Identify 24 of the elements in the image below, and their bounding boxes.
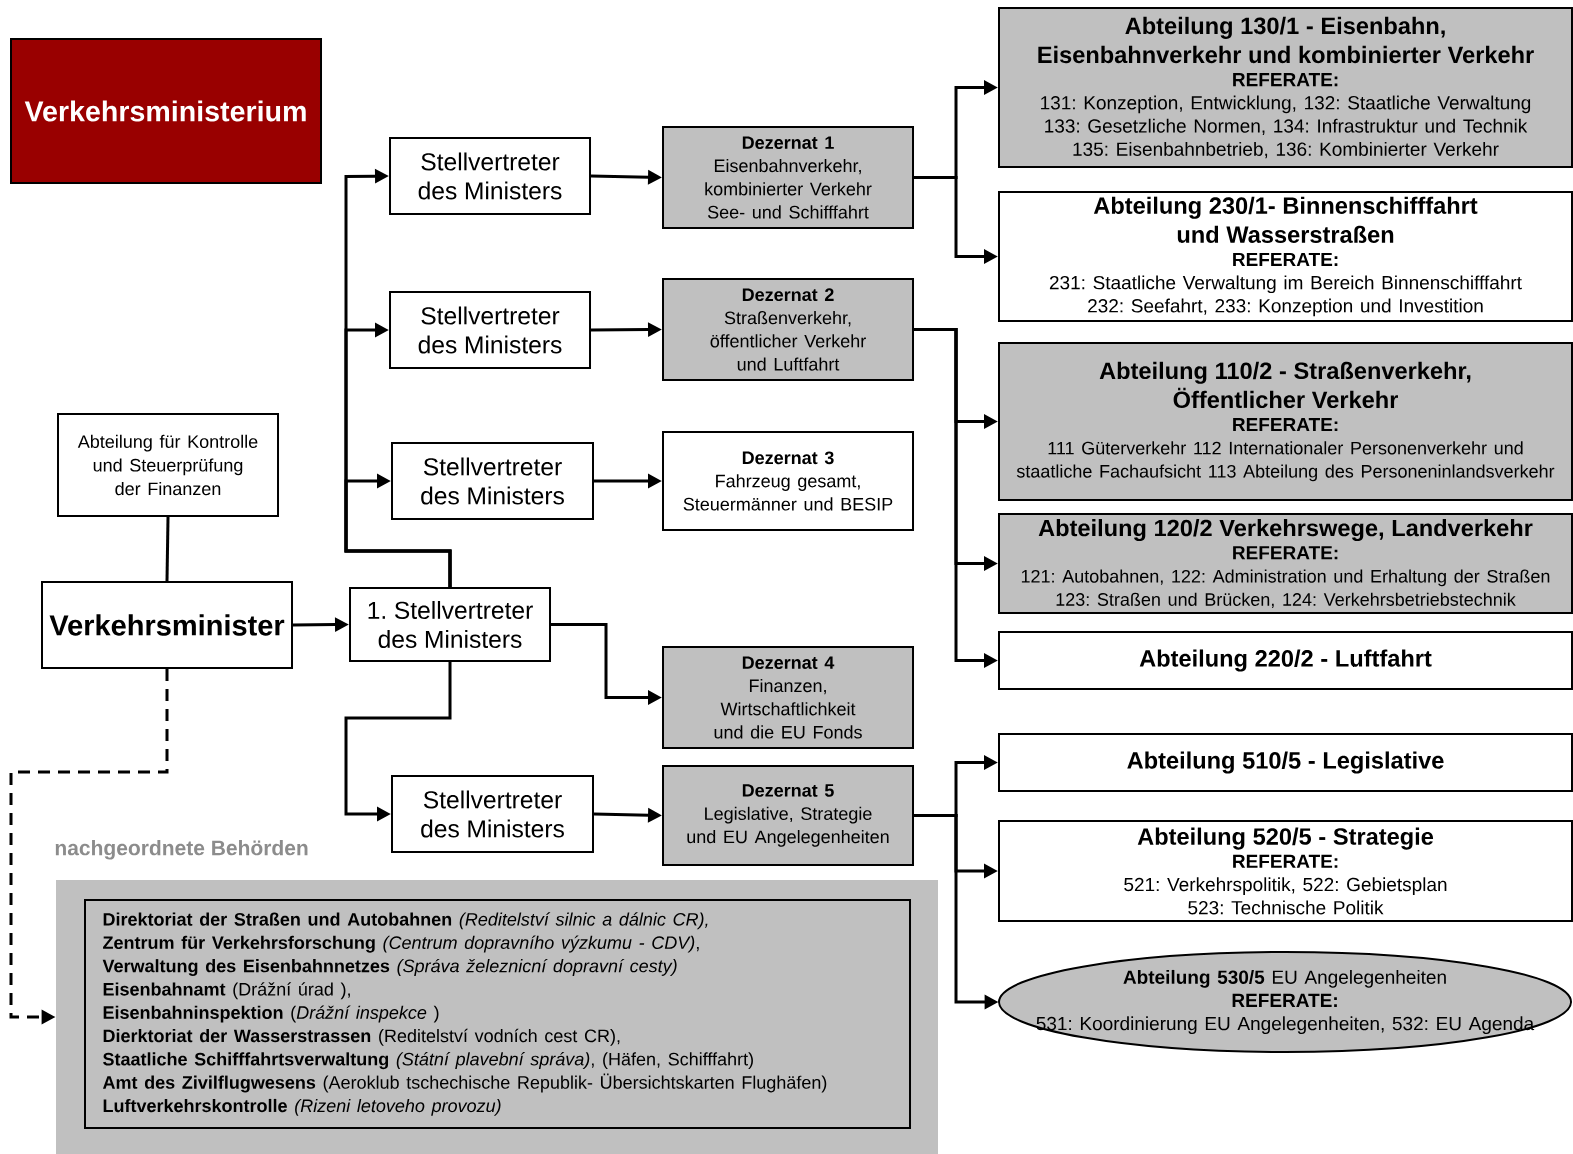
org-box: Dezernat 4 Finanzen, Wirtschaftlichkeit und die EU Fonds	[662, 646, 914, 749]
org-box: Abteilung 120/2 Verkehrswege, Landverkehr REFERATE: 121: Autobahnen, 122: Administration und Erhaltung der Straßen 123: Straßen und Brücken, 124: Verkehrsbetriebstechnik	[998, 513, 1573, 614]
org-box: Abteilung für Kontrolle und Steuerprüfung der Finanzen	[57, 413, 279, 517]
connector-arrow	[344, 473, 452, 587]
org-box: Abteilung 110/2 - Straßenverkehr, Öffentlicher Verkehr REFERATE: 111 Güterverkehr 112 Internationaler Personenverkehr und staatliche Fachaufsicht 113 Abteilung des Personeninlandsverkehr	[998, 342, 1573, 501]
org-box: Direktoriat der Straßen und Autobahnen (Reditelství silnic a dálnic CR), Zentrum für Verkehrsforschung (Centrum dopravního výzkumu - CDV), Verwaltung des Eisenbahnnetzes (Správa železnicní dopravní cesty) Eisenbahnamt (Drážní úrad ), Eisenbahninspektion (Drážní inspekce ) Dierktoriat der Wasserstrassen (Reditelství vodních cest CR), Staatliche Schifffahrtsverwaltung (Státní plavební správa), (Häfen, Schifffahrt) Amt des Zivilflugwesens (Aeroklub tschechische Republik- Übersichtskarten Flughäfen) Luftverkehrskontrolle (Rizeni letoveho provozu)	[84, 899, 911, 1129]
org-box: Abteilung 220/2 - Luftfahrt	[998, 631, 1573, 690]
org-box: Stellvertreter des Ministers	[389, 137, 591, 215]
org-box: Abteilung 130/1 - Eisenbahn, Eisenbahnverkehr und kombinierter Verkehr REFERATE: 131: Konzeption, Entwicklung, 132: Staatliche Verwaltung 133: Gesetzliche Normen, 134: Infrastruktur und Technik 135: Eisenbahnbetrieb, 136: Kombinierter Verkehr	[998, 7, 1573, 168]
org-box: Verkehrsminister	[41, 581, 293, 669]
org-box: Abteilung 510/5 - Legislative	[998, 733, 1573, 792]
org-box: Abteilung 230/1- Binnenschifffahrt und Wasserstraßen REFERATE: 231: Staatliche Verwaltung im Bereich Binnenschifffahrt 232: Seefahrt, 233: Konzeption und Investition	[998, 191, 1573, 322]
org-box: Stellvertreter des Ministers	[391, 442, 594, 520]
org-box: Stellvertreter des Ministers	[391, 775, 594, 853]
org-box: Abteilung 520/5 - Strategie REFERATE: 521: Verkehrspolitik, 522: Gebietsplan 523: Technische Politik	[998, 820, 1573, 922]
org-box: 1. Stellvertreter des Ministers	[349, 587, 551, 662]
org-box: Dezernat 2 Straßenverkehr, öffentlicher Verkehr und Luftfahrt	[662, 278, 914, 381]
connector-line	[165, 516, 170, 582]
section-heading: nachgeordnete Behörden	[55, 839, 308, 860]
org-box: Verkehrsministerium	[10, 38, 322, 184]
org-box: Dezernat 3 Fahrzeug gesamt, Steuermänner und BESIP	[662, 431, 914, 531]
org-box: Dezernat 5 Legislative, Strategie und EU Angelegenheiten	[662, 765, 914, 866]
org-box: Stellvertreter des Ministers	[389, 291, 591, 369]
org-box: Dezernat 1 Eisenbahnverkehr, kombinierter Verkehr See- und Schifffahrt	[662, 126, 914, 229]
